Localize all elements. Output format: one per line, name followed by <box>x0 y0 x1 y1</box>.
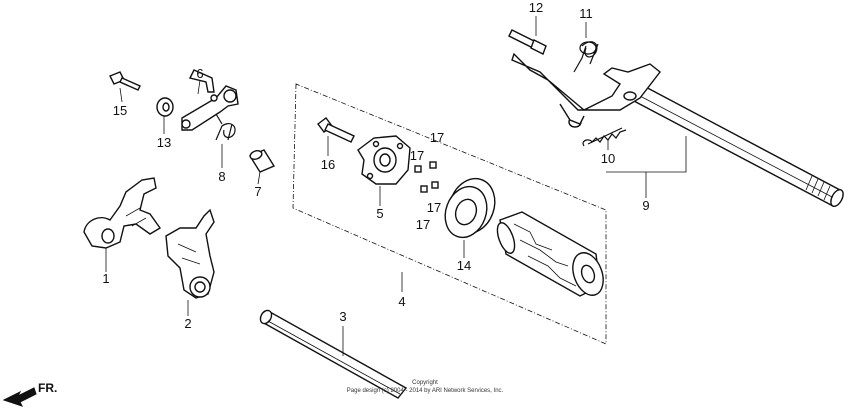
front-label: FR. <box>38 381 57 395</box>
copyright-notice: Copyright Page design (c) 2004 - 2014 by… <box>347 380 504 394</box>
part-17-pins <box>414 161 439 193</box>
part-5-drum-plate <box>357 135 411 185</box>
part-13-washer <box>156 97 174 117</box>
part-15-bolt <box>109 71 141 91</box>
callout-17-a: 17 <box>430 130 444 145</box>
part-8-spring <box>215 113 236 141</box>
part-16-bolt <box>317 117 355 143</box>
part-7-collar <box>248 149 276 173</box>
callout-17-b: 17 <box>410 148 424 163</box>
copyright-line-1: Copyright <box>412 380 438 386</box>
part-9-shift-shaft <box>631 83 844 207</box>
callout-17-d: 17 <box>416 217 430 232</box>
assembly-4-boundary <box>292 83 607 345</box>
callout-8: 8 <box>218 169 225 184</box>
callout-labels: 1 2 3 4 5 6 7 8 9 10 11 12 13 14 15 16 1… <box>102 0 649 331</box>
arrow-left-icon <box>2 387 37 407</box>
callout-17-c: 17 <box>427 200 441 215</box>
callout-1: 1 <box>102 271 109 286</box>
part-shift-drum <box>496 211 604 297</box>
callout-10: 10 <box>601 151 615 166</box>
part-10-spring <box>582 127 627 147</box>
callout-14: 14 <box>457 258 471 273</box>
callout-6: 6 <box>196 66 203 81</box>
callout-11: 11 <box>579 6 593 21</box>
callout-15: 15 <box>113 103 127 118</box>
part-12-bolt <box>508 29 547 55</box>
front-direction-indicator: FR. <box>2 381 57 407</box>
callout-13: 13 <box>157 135 171 150</box>
callout-16: 16 <box>321 157 335 172</box>
callout-12: 12 <box>529 0 543 15</box>
callout-2: 2 <box>184 316 191 331</box>
callout-4: 4 <box>398 294 405 309</box>
callout-9: 9 <box>642 198 649 213</box>
copyright-line-2: Page design (c) 2004 - 2014 by ARI Netwo… <box>347 388 504 394</box>
part-2-shift-fork <box>165 208 215 299</box>
part-14-bearing <box>444 177 496 239</box>
part-1-shift-fork <box>83 177 162 249</box>
part-11-spring <box>573 41 599 73</box>
callout-5: 5 <box>376 206 383 221</box>
part-3-shaft <box>259 309 408 399</box>
leader-lines <box>105 16 687 356</box>
callout-3: 3 <box>339 309 346 324</box>
part-6-stopper-arm <box>181 69 239 131</box>
part-shift-arm <box>511 52 661 128</box>
callout-7: 7 <box>254 184 261 199</box>
